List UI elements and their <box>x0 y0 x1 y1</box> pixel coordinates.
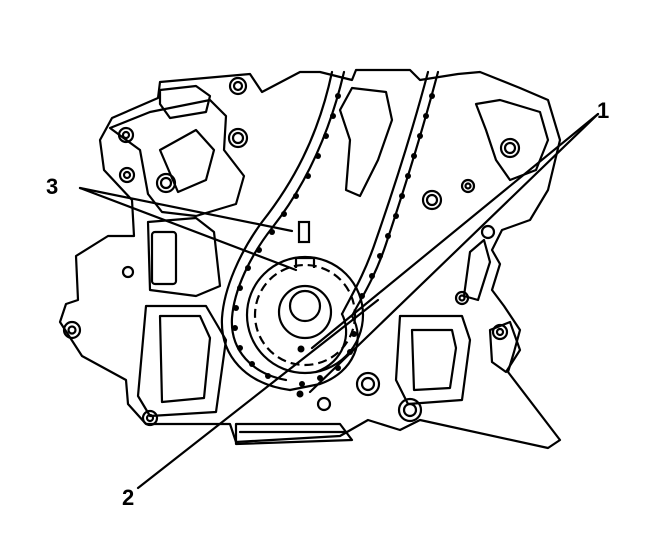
left-bracket <box>108 98 246 218</box>
callout-label-1: 1 <box>597 98 610 123</box>
bolt-hole <box>480 224 496 240</box>
bolt-head <box>355 371 381 397</box>
bolt-hole <box>491 323 509 341</box>
sprocket-timing-dot <box>297 345 305 353</box>
leader-2 <box>136 298 380 490</box>
bolt-hole <box>117 126 135 144</box>
callout-label-3: 3 <box>46 174 59 199</box>
sprocket-keyway <box>294 256 316 268</box>
bolt-head <box>227 127 249 149</box>
bolt-head <box>499 137 521 159</box>
leader-1a <box>310 112 600 350</box>
block-timing-dot <box>296 390 304 398</box>
bolt-head <box>421 189 443 211</box>
bolt-hole <box>62 320 82 340</box>
bolt-head <box>397 397 423 423</box>
leader-3a <box>78 186 294 233</box>
timing-chain-left-strand <box>230 70 346 382</box>
bolt-hole <box>141 409 159 427</box>
bolt-head <box>155 172 177 194</box>
bolt-hole <box>118 166 136 184</box>
crankshaft-nose <box>277 284 333 340</box>
engine-block-outline <box>58 68 562 450</box>
leader-1b <box>308 112 600 394</box>
timing-mark-indicator <box>297 220 311 244</box>
callout-label-2: 2 <box>122 485 135 510</box>
leader-3b <box>78 186 298 272</box>
crankshaft-sprocket <box>245 255 365 375</box>
